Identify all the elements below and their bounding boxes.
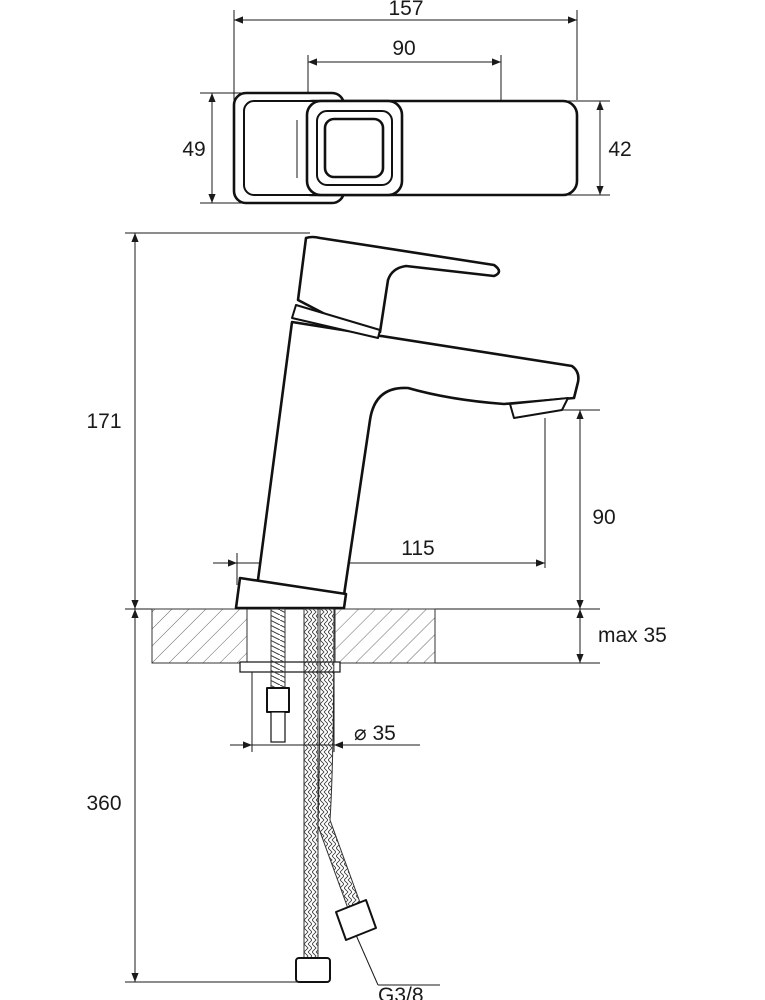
label-height-overall: 171 xyxy=(86,410,121,433)
label-width-overall: 157 xyxy=(388,0,423,20)
label-width-body: 90 xyxy=(392,37,415,60)
threaded-rod xyxy=(270,608,286,690)
label-spout-reach: 115 xyxy=(401,537,434,560)
faucet-body xyxy=(254,320,580,597)
fixing-nut xyxy=(266,687,290,713)
faucet-aerator xyxy=(509,397,569,419)
label-counter-thickness: max 35 xyxy=(598,624,667,647)
countertop-right xyxy=(334,608,436,664)
label-spout-clearance: 90 xyxy=(592,506,615,529)
top-view: 157 90 49 42 xyxy=(182,0,632,205)
lever-collar xyxy=(291,304,381,339)
faucet-base xyxy=(234,576,348,610)
hose-fitting-right xyxy=(335,899,377,941)
side-view: 171 max 35 90 25 115 xyxy=(86,232,667,1000)
label-height-right: 42 xyxy=(608,138,631,161)
top-lever-knob xyxy=(323,117,385,179)
label-hole-diameter: ⌀ 35 xyxy=(354,722,396,745)
countertop-left xyxy=(151,608,248,664)
label-height-left: 49 xyxy=(182,138,205,161)
mounting-washer xyxy=(239,661,341,673)
hose-fitting-left xyxy=(295,957,331,983)
hose-left xyxy=(303,608,319,959)
leader-hose-thread xyxy=(355,934,379,986)
label-hose-length: 360 xyxy=(86,792,121,815)
faucet-lever xyxy=(296,235,501,334)
label-hose-thread: G3/8 xyxy=(378,984,424,1000)
